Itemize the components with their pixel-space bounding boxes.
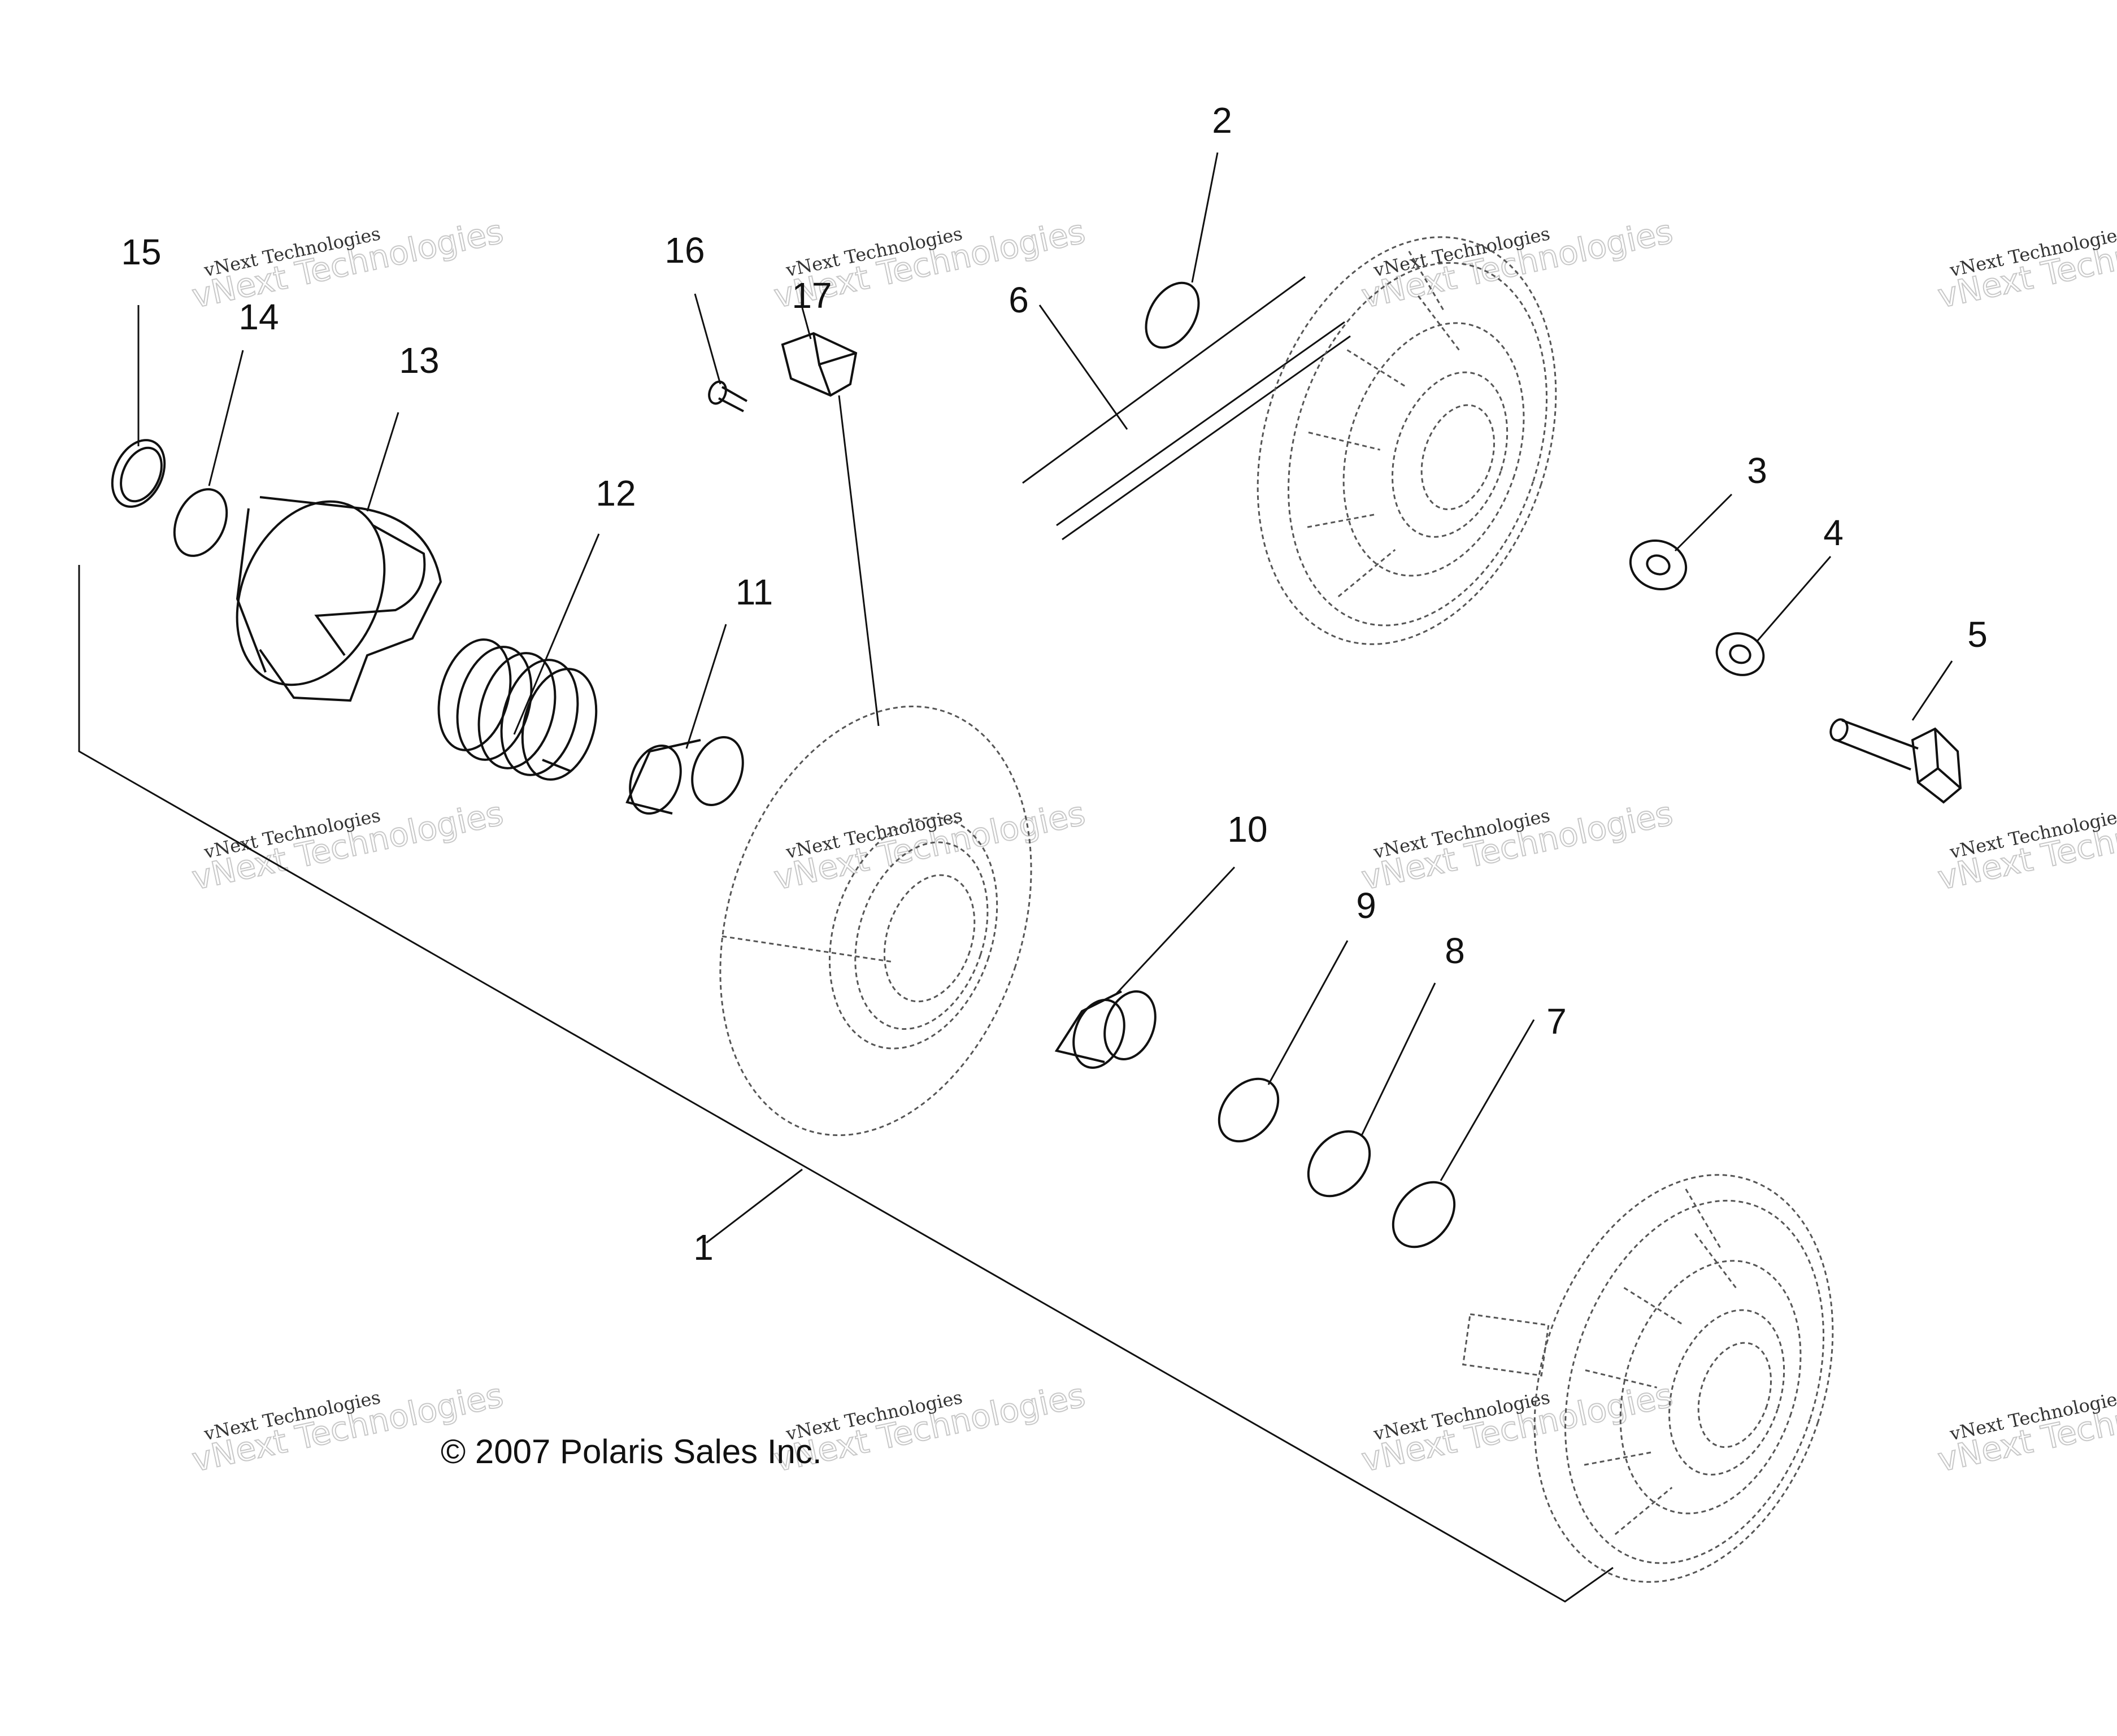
callout-14: 14 <box>238 297 279 337</box>
callout-17: 17 <box>792 275 832 316</box>
watermark: vNext Technologies vNext Technologies <box>188 211 507 316</box>
snap-ring-15 <box>111 439 166 508</box>
bushing-11 <box>625 736 744 815</box>
assembly-bracket-line <box>78 565 1614 1603</box>
copyright-notice: © 2007 Polaris Sales Inc. <box>441 1433 822 1470</box>
watermark: vNext Technologies vNext Technologies <box>1358 793 1676 898</box>
watermark: vNext Technologies vNext Technologies <box>1934 211 2117 316</box>
callout-2: 2 <box>1212 100 1232 141</box>
o-ring-7 <box>1392 1181 1456 1248</box>
moveable-sheave <box>719 705 1032 1137</box>
callout-3: 3 <box>1747 450 1767 491</box>
callout-12: 12 <box>595 473 636 514</box>
shim-14 <box>173 488 228 557</box>
bushing-10 <box>1054 990 1157 1069</box>
leader-lines <box>137 152 1953 1244</box>
callout-5: 5 <box>1967 614 1988 655</box>
callout-16: 16 <box>664 230 705 271</box>
screw-16 <box>708 380 747 412</box>
helix-cam-13 <box>236 496 442 702</box>
callout-6: 6 <box>1008 280 1029 320</box>
drive-belt <box>1022 276 1351 541</box>
callout-10: 10 <box>1227 809 1267 850</box>
callout-9: 9 <box>1356 885 1376 926</box>
watermark: vNext Technologies vNext Technologies <box>188 793 507 898</box>
watermark: vNext Technologies vNext Technologies <box>1934 1375 2117 1480</box>
washer-3 <box>1629 539 1688 591</box>
callout-4: 4 <box>1823 512 1844 553</box>
lower-sheave <box>1462 1174 1834 1583</box>
o-ring-2 <box>1145 281 1200 349</box>
watermark: vNext Technologies vNext Technologies <box>1358 1375 1676 1480</box>
callout-11: 11 <box>736 572 773 612</box>
watermark: vNext Technologies vNext Technologies <box>1358 211 1676 316</box>
callout-13: 13 <box>399 340 439 381</box>
callout-7: 7 <box>1546 1001 1567 1042</box>
watermark: vNext Technologies vNext Technologies <box>1934 793 2117 898</box>
bolt-5 <box>1829 718 1962 804</box>
callout-15: 15 <box>121 232 161 272</box>
upper-sheave <box>1257 236 1557 645</box>
o-ring-8 <box>1307 1130 1371 1198</box>
washer-4 <box>1715 632 1765 676</box>
callout-8: 8 <box>1445 930 1465 971</box>
callout-numbers: 1 2 3 4 5 6 7 8 9 10 11 12 13 14 15 16 1… <box>121 100 1987 1268</box>
o-ring-9 <box>1218 1077 1280 1143</box>
spring-12 <box>437 638 598 781</box>
watermark: vNext Technologies vNext Technologies <box>770 793 1089 898</box>
callout-1: 1 <box>693 1227 714 1268</box>
roller-17 <box>781 332 858 397</box>
